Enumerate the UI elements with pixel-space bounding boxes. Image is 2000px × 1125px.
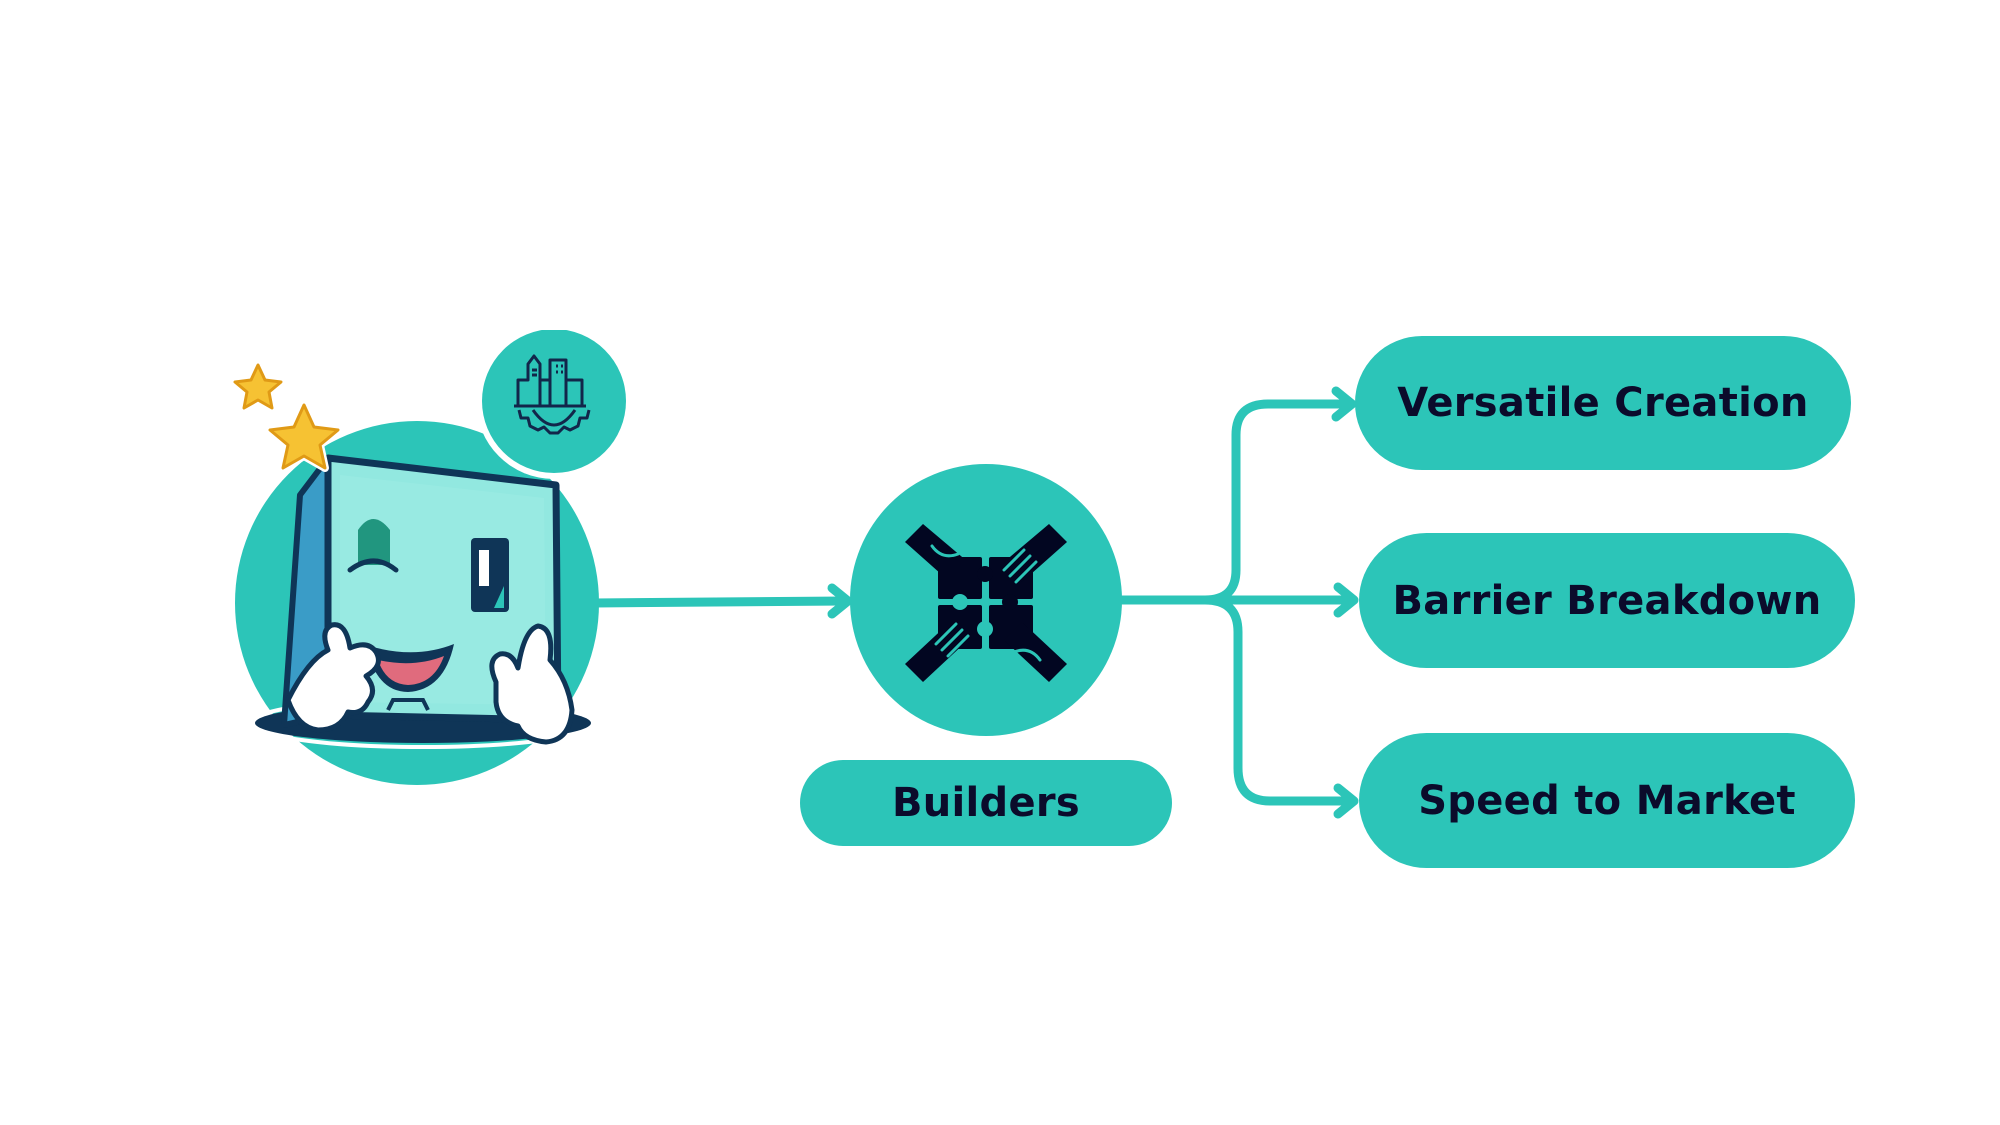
arrowhead-speed-to-market	[1333, 783, 1359, 819]
edge-builders-to-speed-to-market	[1200, 595, 1357, 806]
mascot-illustration	[232, 323, 632, 785]
right-hand	[489, 623, 575, 745]
arrowhead-builders	[827, 583, 853, 619]
city-gear-icon	[514, 354, 591, 435]
hands-puzzle-icon	[905, 524, 1067, 682]
builders-label-text: Builders	[891, 780, 1081, 826]
outcome-barrier-breakdown: Barrier Breakdown	[1359, 533, 1855, 668]
edge-builders-to-versatile-creation	[1200, 399, 1355, 605]
outcome-label: Barrier Breakdown	[1392, 577, 1822, 624]
badge-circle	[482, 329, 626, 473]
builders-label: Builders	[800, 760, 1172, 846]
builders-hub-circle	[850, 464, 1122, 736]
edge-mascot-to-builders	[589, 596, 851, 608]
arrowhead-barrier-breakdown	[1333, 582, 1359, 618]
star-icon	[266, 401, 342, 472]
arrowhead-versatile-creation	[1331, 386, 1357, 422]
outcome-versatile-creation: Versatile Creation	[1355, 336, 1851, 470]
outcome-label: Speed to Market	[1418, 777, 1796, 824]
outcome-label: Versatile Creation	[1397, 380, 1809, 426]
outcome-speed-to-market: Speed to Market	[1359, 733, 1855, 868]
mascot-node	[228, 323, 648, 790]
star-icon	[232, 362, 284, 411]
left-eye	[358, 519, 390, 565]
left-hand	[285, 622, 381, 733]
